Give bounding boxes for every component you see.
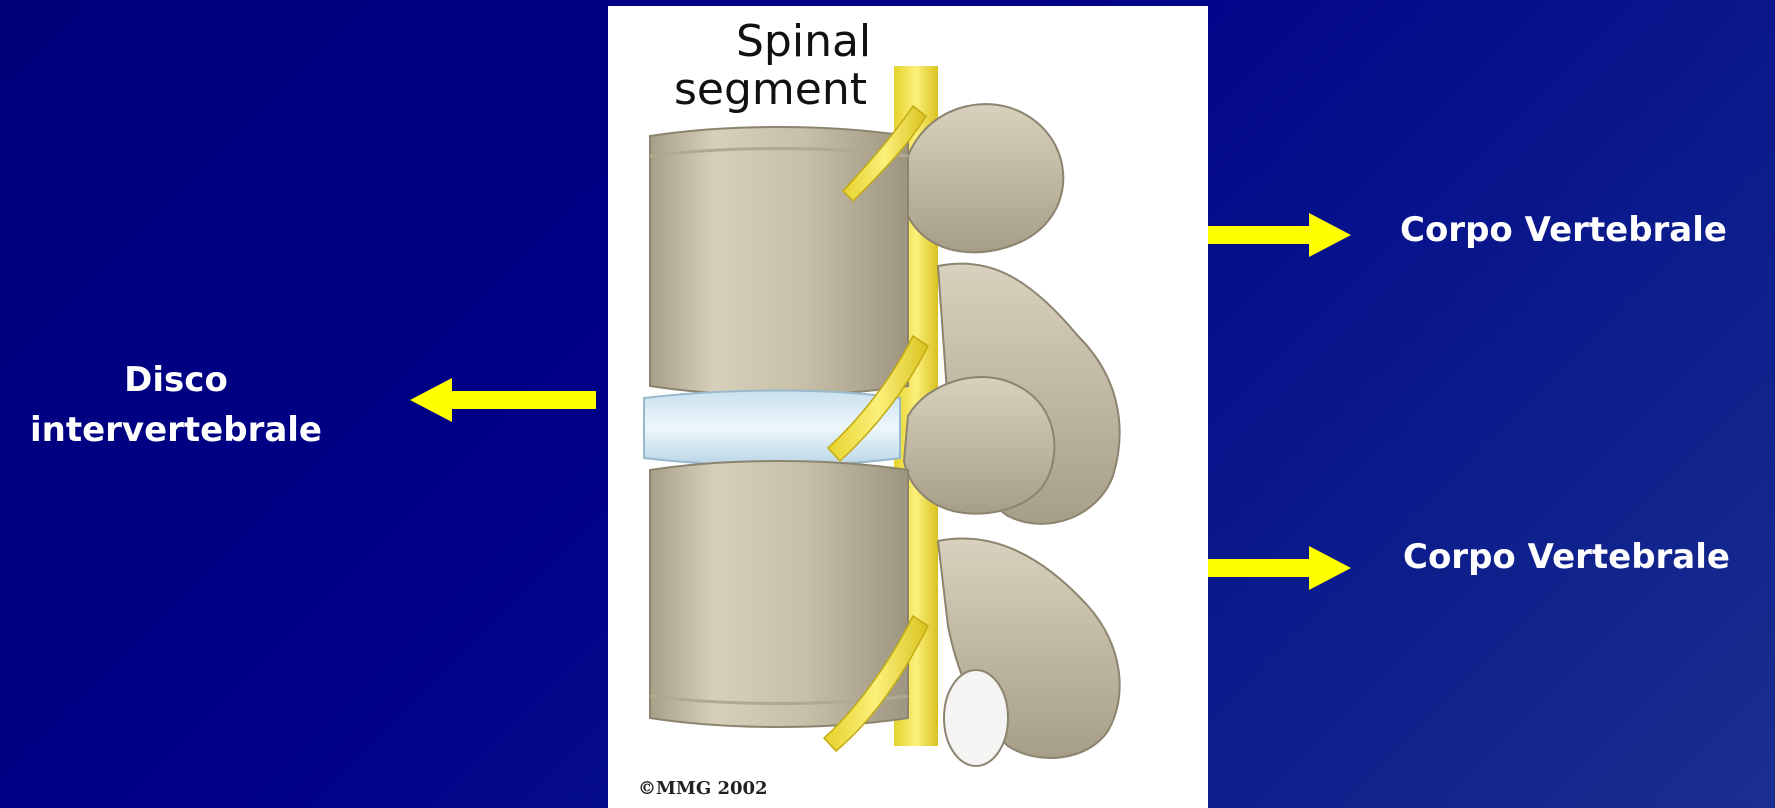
upper-facet (903, 104, 1063, 252)
label-corpo-vertebrale-bottom: Corpo Vertebrale (1403, 532, 1730, 582)
illustration-title-line2: segment (674, 64, 867, 115)
illustration-copyright: ©MMG 2002 (638, 778, 768, 799)
lower-facet (904, 377, 1054, 514)
label-disco-intervertebrale: Disco intervertebrale (0, 355, 352, 455)
spine-drawing: Spinal segment ©MMG 2002 (608, 6, 1208, 808)
label-disco-line2: intervertebrale (0, 405, 352, 455)
arrow-right-corpo-bottom (1208, 546, 1351, 590)
label-disco-line1: Disco (0, 355, 352, 405)
arrow-left-disco (410, 378, 596, 422)
arrow-right-corpo-top (1208, 213, 1351, 257)
illustration-title-line1: Spinal (736, 16, 871, 67)
spinal-segment-illustration: Spinal segment ©MMG 2002 (608, 6, 1208, 808)
label-corpo-vertebrale-top: Corpo Vertebrale (1400, 205, 1727, 255)
facet-joint-highlight (944, 670, 1008, 766)
